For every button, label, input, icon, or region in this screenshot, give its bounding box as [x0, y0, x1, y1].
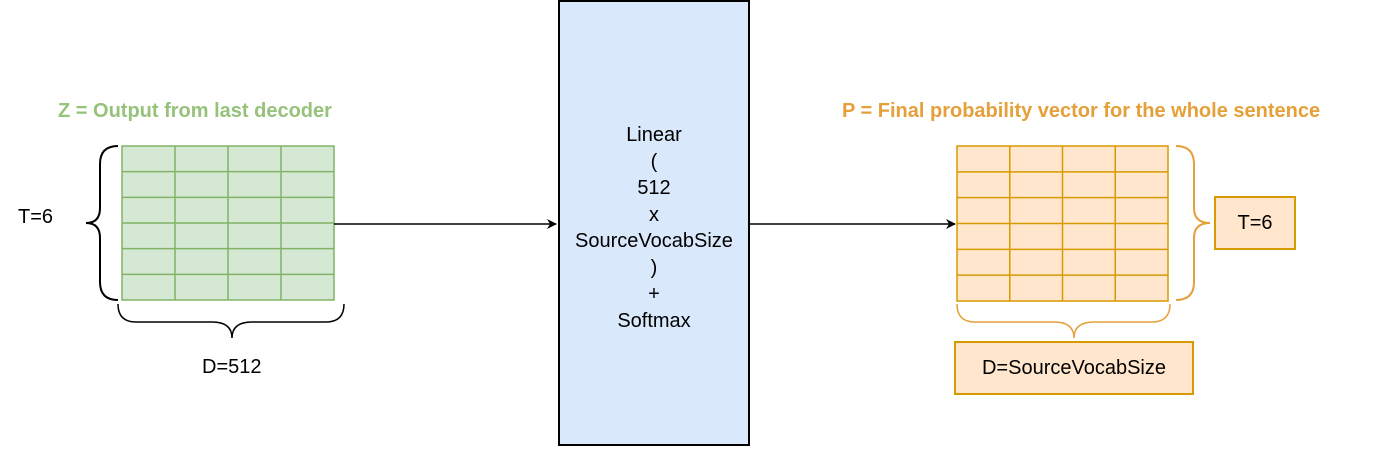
block-line-x: x — [649, 203, 659, 226]
p-cols-brace — [956, 303, 1171, 339]
p-cols-label-text: D=SourceVocabSize — [981, 356, 1166, 379]
z-rows-label: T=6 — [18, 206, 54, 228]
linear-softmax-text: Linear ( 512 x SourceVocabSize ) + Softm… — [560, 122, 748, 334]
z-matrix-grid — [122, 146, 334, 300]
block-line-close-paren: ) — [650, 256, 658, 279]
z-matrix-title: Z = Output from last decoder — [58, 100, 332, 122]
z-cols-brace — [117, 303, 345, 339]
block-line-plus: + — [648, 283, 660, 305]
p-rows-brace — [1175, 145, 1211, 301]
block-line-vocab: SourceVocabSize — [575, 230, 733, 252]
linear-softmax-block: Linear ( 512 x SourceVocabSize ) + Softm… — [558, 0, 750, 446]
p-rows-label-text: T=6 — [1237, 211, 1273, 234]
block-line-softmax: Softmax — [617, 309, 691, 332]
z-rows-brace — [85, 145, 119, 301]
z-matrix — [121, 145, 335, 301]
p-matrix-grid — [957, 146, 1168, 301]
p-matrix — [956, 145, 1169, 302]
p-matrix-title: P = Final probability vector for the who… — [842, 100, 1321, 122]
z-cols-label: D=512 — [202, 356, 262, 378]
block-line-512: 512 — [637, 177, 671, 199]
block-line-open-paren: ( — [650, 150, 658, 173]
p-rows-label: T=6 — [1214, 196, 1296, 250]
p-cols-label: D=SourceVocabSize — [954, 341, 1194, 395]
block-line-linear: Linear — [626, 124, 682, 146]
